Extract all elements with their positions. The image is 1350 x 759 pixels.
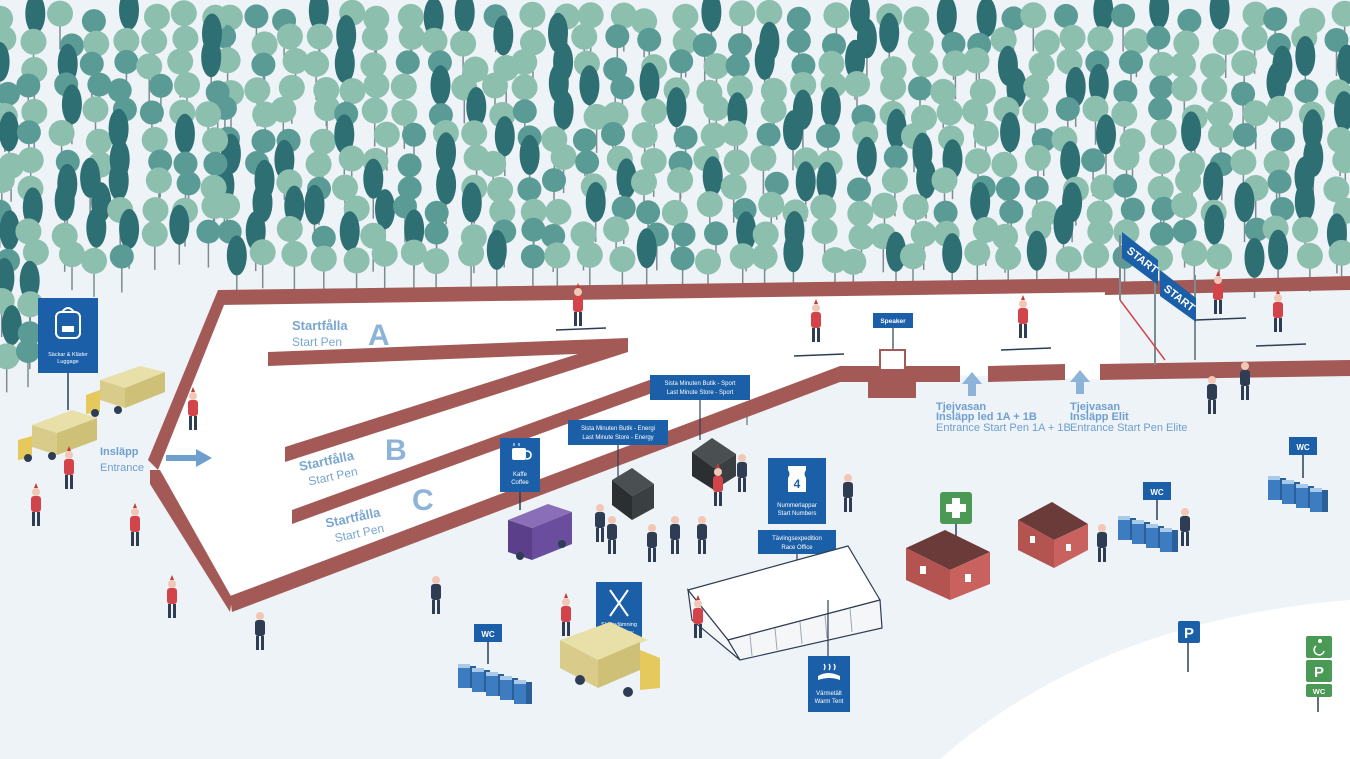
store-energy-sign: Sista Minuten Butik - Energi Last Minute… — [568, 420, 668, 478]
warm-tent-sign: Värmetält Warm Tent — [808, 600, 850, 712]
skis — [1000, 347, 1052, 351]
svg-text:Nummerlappar: Nummerlappar — [777, 503, 817, 509]
coffee-cup-icon — [512, 443, 532, 460]
warm-tent — [686, 545, 883, 661]
svg-text:Start Numbers: Start Numbers — [778, 511, 817, 517]
red-building — [1018, 502, 1088, 568]
svg-text:Tävlingsexpedition: Tävlingsexpedition — [772, 536, 822, 542]
svg-text:Kaffe: Kaffe — [513, 472, 528, 478]
store-energy-tent — [612, 468, 654, 520]
backpack-icon — [55, 307, 81, 339]
svg-text:Tjejvasan: Tjejvasan — [936, 401, 986, 413]
skis — [555, 327, 607, 331]
up-arrow-icon — [1070, 370, 1090, 394]
svg-text:Entrance Start Pen Elite: Entrance Start Pen Elite — [1070, 422, 1187, 434]
coffee-sign: Kaffe Coffee — [500, 438, 540, 510]
svg-text:Luggage: Luggage — [57, 359, 78, 365]
svg-text:Warm Tent: Warm Tent — [815, 699, 844, 705]
luggage-truck — [18, 410, 97, 462]
luggage-truck — [86, 366, 165, 417]
svg-text:WC: WC — [1296, 443, 1310, 452]
pen-a-subtitle: Start Pen — [292, 335, 342, 349]
svg-text:P: P — [1314, 664, 1324, 681]
svg-text:Last Minute Store - Sport: Last Minute Store - Sport — [667, 390, 734, 396]
up-arrow-icon — [962, 372, 982, 396]
people — [31, 271, 1307, 650]
tjejvasan-1a-label: Tjejvasan Insläpp led 1A + 1B Entrance S… — [936, 401, 1071, 434]
ski-delivery-truck — [560, 622, 660, 697]
first-aid-building — [906, 530, 990, 600]
svg-text:Insläpp led 1A + 1B: Insläpp led 1A + 1B — [936, 411, 1037, 423]
right-arrow-icon — [166, 449, 212, 467]
svg-text:Värmetält: Värmetält — [816, 691, 842, 697]
skis — [1255, 343, 1307, 347]
luggage-sign: Säckar & Kläder Luggage — [38, 298, 98, 410]
accessible-parking-icon — [1313, 639, 1325, 656]
first-aid-cross-icon — [946, 498, 966, 518]
race-office-sign: Tävlingsexpedition Race Office — [758, 530, 836, 572]
svg-text:WC: WC — [481, 630, 495, 639]
svg-text:Last Minute Store - Energy: Last Minute Store - Energy — [582, 435, 653, 441]
entrance-label-sv: Insläpp — [100, 446, 139, 458]
entrance-label-en: Entrance — [100, 462, 144, 474]
svg-text:Race Office: Race Office — [781, 545, 813, 551]
svg-text:Sista Minuten Butik - Energi: Sista Minuten Butik - Energi — [581, 426, 655, 432]
svg-text:Säckar & Kläder: Säckar & Kläder — [48, 352, 88, 358]
parking-sign: P — [1178, 621, 1200, 672]
svg-text:4: 4 — [794, 477, 801, 491]
svg-text:Tjejvasan: Tjejvasan — [1070, 401, 1120, 413]
svg-text:Coffee: Coffee — [511, 480, 529, 486]
tjejvasan-elite-label: Tjejvasan Insläpp Elit Entrance Start Pe… — [1070, 401, 1187, 434]
skis — [793, 353, 845, 357]
pen-b-letter: B — [385, 434, 407, 467]
svg-text:Entrance Start Pen 1A + 1B: Entrance Start Pen 1A + 1B — [936, 422, 1071, 434]
accessible-parking-sign: P WC — [1306, 636, 1332, 712]
wc-sign-right: WC — [1289, 437, 1317, 478]
crossed-skis-icon — [609, 589, 629, 617]
svg-text:Insläpp Elit: Insläpp Elit — [1070, 411, 1129, 423]
svg-text:Speaker: Speaker — [880, 318, 906, 325]
svg-text:Sista Minuten Butik - Sport: Sista Minuten Butik - Sport — [664, 381, 735, 387]
warm-hands-icon — [818, 663, 840, 680]
svg-text:Skidavlämning: Skidavlämning — [601, 622, 637, 628]
svg-text:WC: WC — [1150, 488, 1164, 497]
wc-sign-middle: WC — [1143, 482, 1171, 520]
wc-sign-left: WC — [474, 624, 502, 664]
svg-text:WC: WC — [1313, 687, 1326, 696]
pen-a-letter: A — [368, 319, 390, 352]
parking-icon: P — [1184, 625, 1194, 642]
coffee-van — [508, 504, 572, 560]
store-sport-sign: Sista Minuten Butik - Sport Last Minute … — [650, 375, 750, 440]
pen-c-letter: C — [412, 484, 434, 517]
start-numbers-sign: 4 Nummerlappar Start Numbers — [768, 458, 826, 524]
bib-number-icon: 4 — [788, 466, 806, 492]
skis — [1195, 317, 1247, 321]
pen-a-title: Startfålla — [292, 318, 348, 333]
speaker-booth: Speaker — [868, 313, 916, 398]
